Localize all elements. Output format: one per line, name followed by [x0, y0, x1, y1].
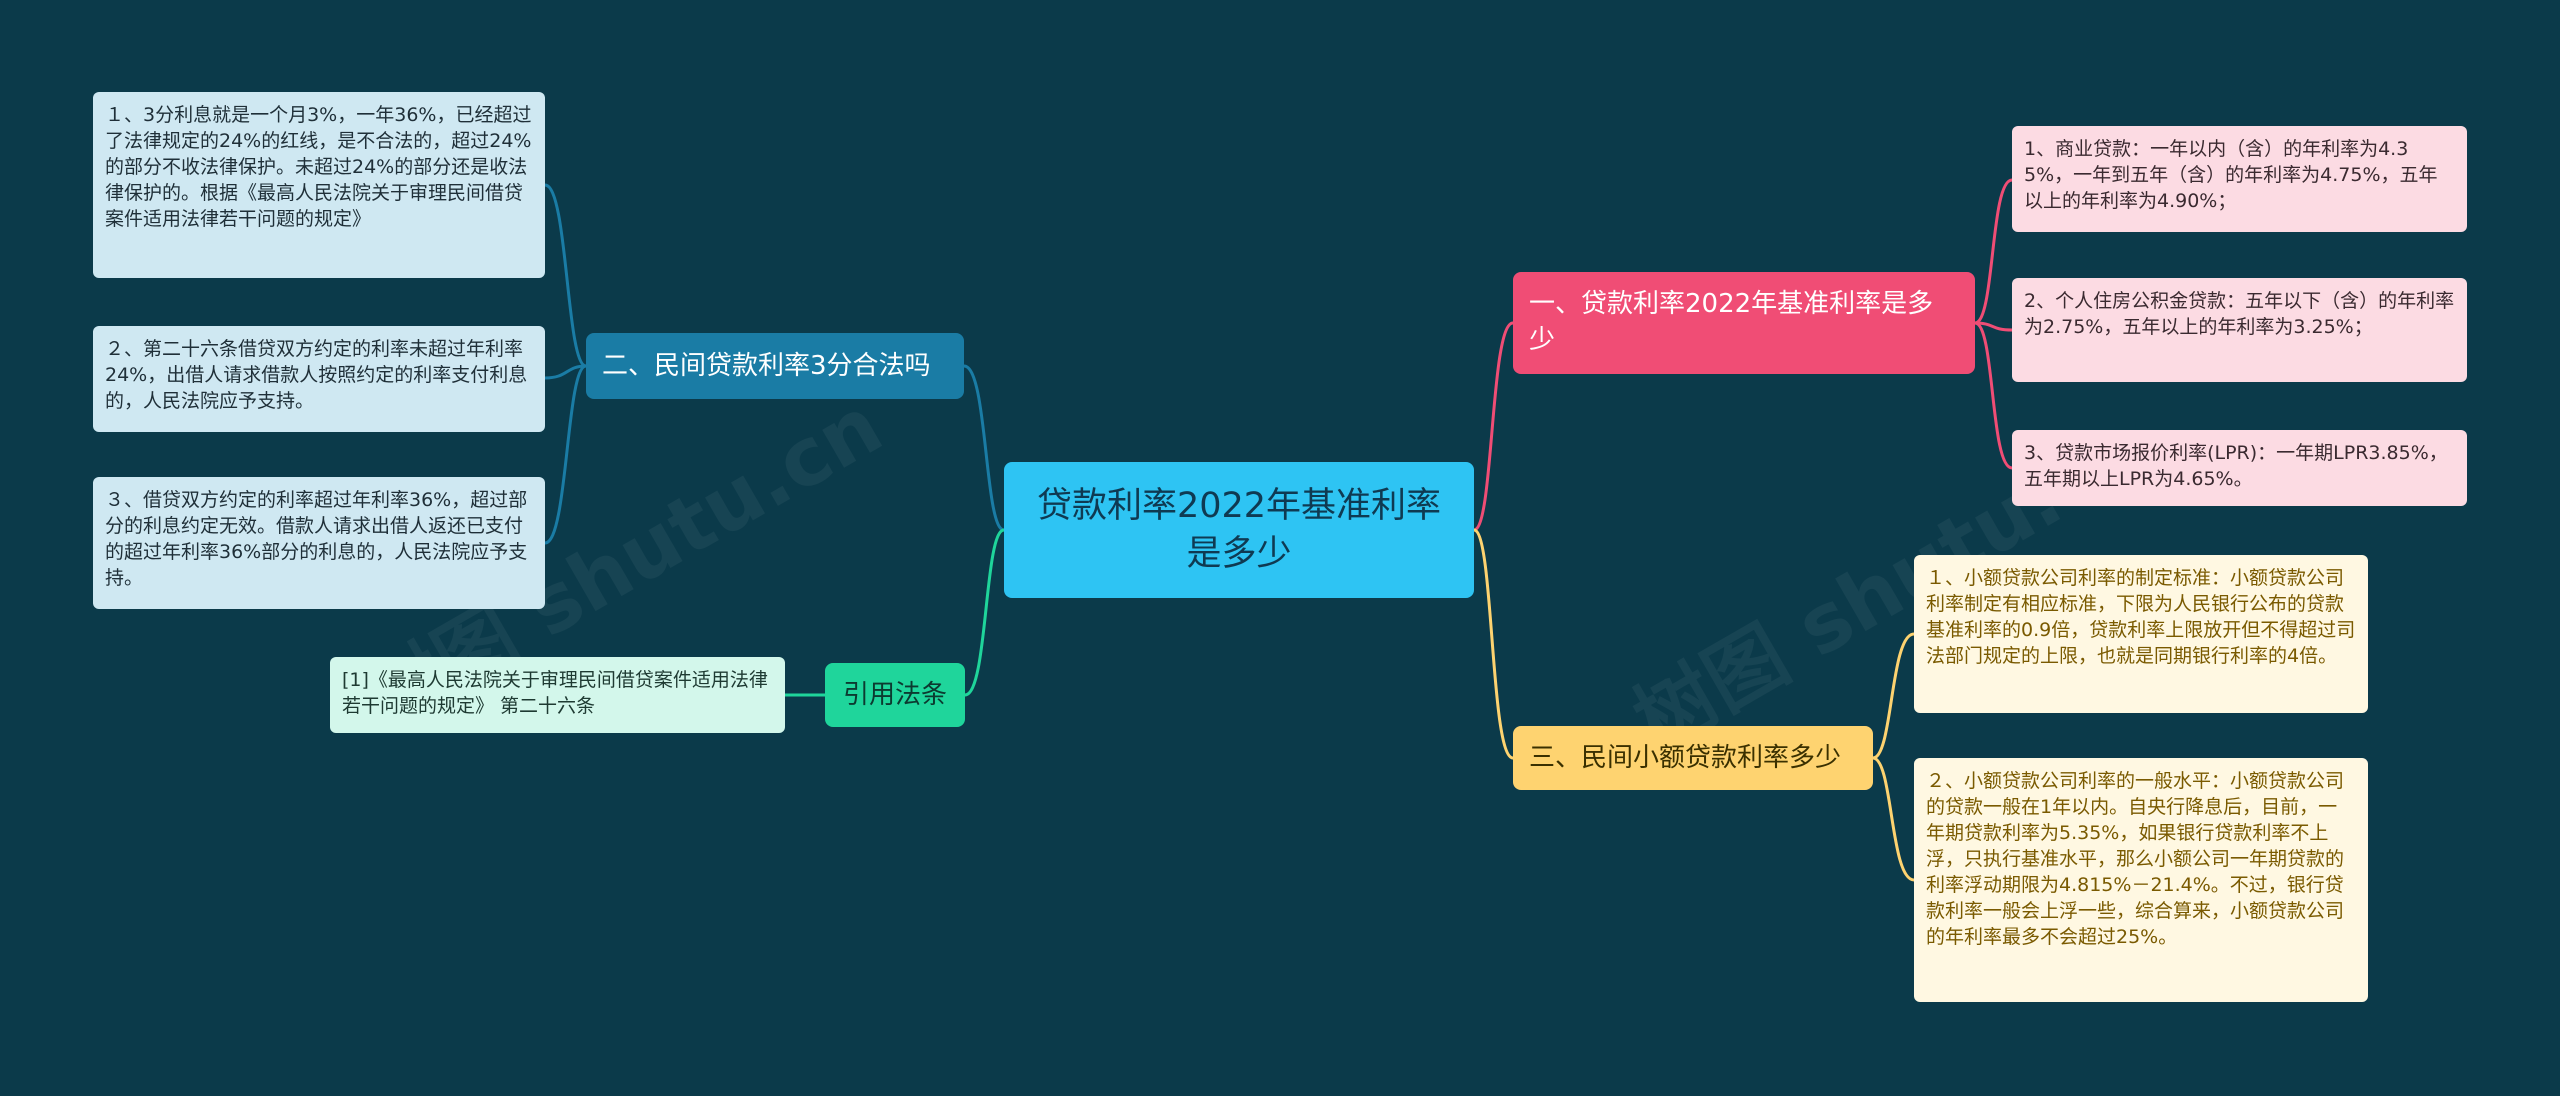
central-topic[interactable]: 贷款利率2022年基准利率是多少: [1004, 462, 1474, 598]
leaf-lpr[interactable]: 3、贷款市场报价利率(LPR)：一年期LPR3.85%，五年期以上LPR为4.6…: [2012, 430, 2467, 506]
link-center-b4: [964, 528, 1005, 697]
leaf-article-26[interactable]: ２、第二十六条借贷双方约定的利率未超过年利率24%，出借人请求借款人按照约定的利…: [93, 326, 545, 432]
link-b1-leaf3: [1974, 321, 2013, 470]
leaf-citation[interactable]: [1]《最高人民法院关于审理民间借贷案件适用法律若干问题的规定》 第二十六条: [330, 657, 785, 733]
link-center-b2: [963, 364, 1005, 532]
leaf-microloan-standard[interactable]: １、小额贷款公司利率的制定标准：小额贷款公司利率制定有相应标准，下限为人民银行公…: [1914, 555, 2368, 713]
branch-private-loan-legality[interactable]: 二、民间贷款利率3分合法吗: [586, 333, 964, 399]
branch-cited-law[interactable]: 引用法条: [825, 663, 965, 727]
link-b3-leaf1: [1872, 632, 1915, 760]
link-b3-leaf2: [1872, 756, 1915, 882]
leaf-over-36-percent[interactable]: ３、借贷双方约定的利率超过年利率36%，超过部分的利息约定无效。借款人请求出借人…: [93, 477, 545, 609]
link-center-b1: [1473, 321, 1514, 532]
link-center-b3: [1473, 528, 1514, 760]
branch-benchmark-rate[interactable]: 一、贷款利率2022年基准利率是多少: [1513, 272, 1975, 374]
link-b1-leaf2: [1974, 321, 2013, 332]
link-b1-leaf1: [1974, 178, 2013, 325]
leaf-commercial-loan[interactable]: 1、商业贷款：一年以内（含）的年利率为4.35%，一年到五年（含）的年利率为4.…: [2012, 126, 2467, 232]
leaf-housing-fund-loan[interactable]: 2、个人住房公积金贷款：五年以下（含）的年利率为2.75%，五年以上的年利率为3…: [2012, 278, 2467, 382]
link-b2-leaf2: [544, 364, 587, 380]
link-b2-leaf1: [544, 183, 587, 368]
leaf-three-percent-interest[interactable]: １、3分利息就是一个月3%，一年36%，已经超过了法律规定的24%的红线，是不合…: [93, 92, 545, 278]
branch-microloan-rate[interactable]: 三、民间小额贷款利率多少: [1513, 726, 1873, 790]
link-b2-leaf3: [544, 364, 587, 545]
leaf-microloan-level[interactable]: ２、小额贷款公司利率的一般水平：小额贷款公司的贷款一般在1年以内。自央行降息后，…: [1914, 758, 2368, 1002]
